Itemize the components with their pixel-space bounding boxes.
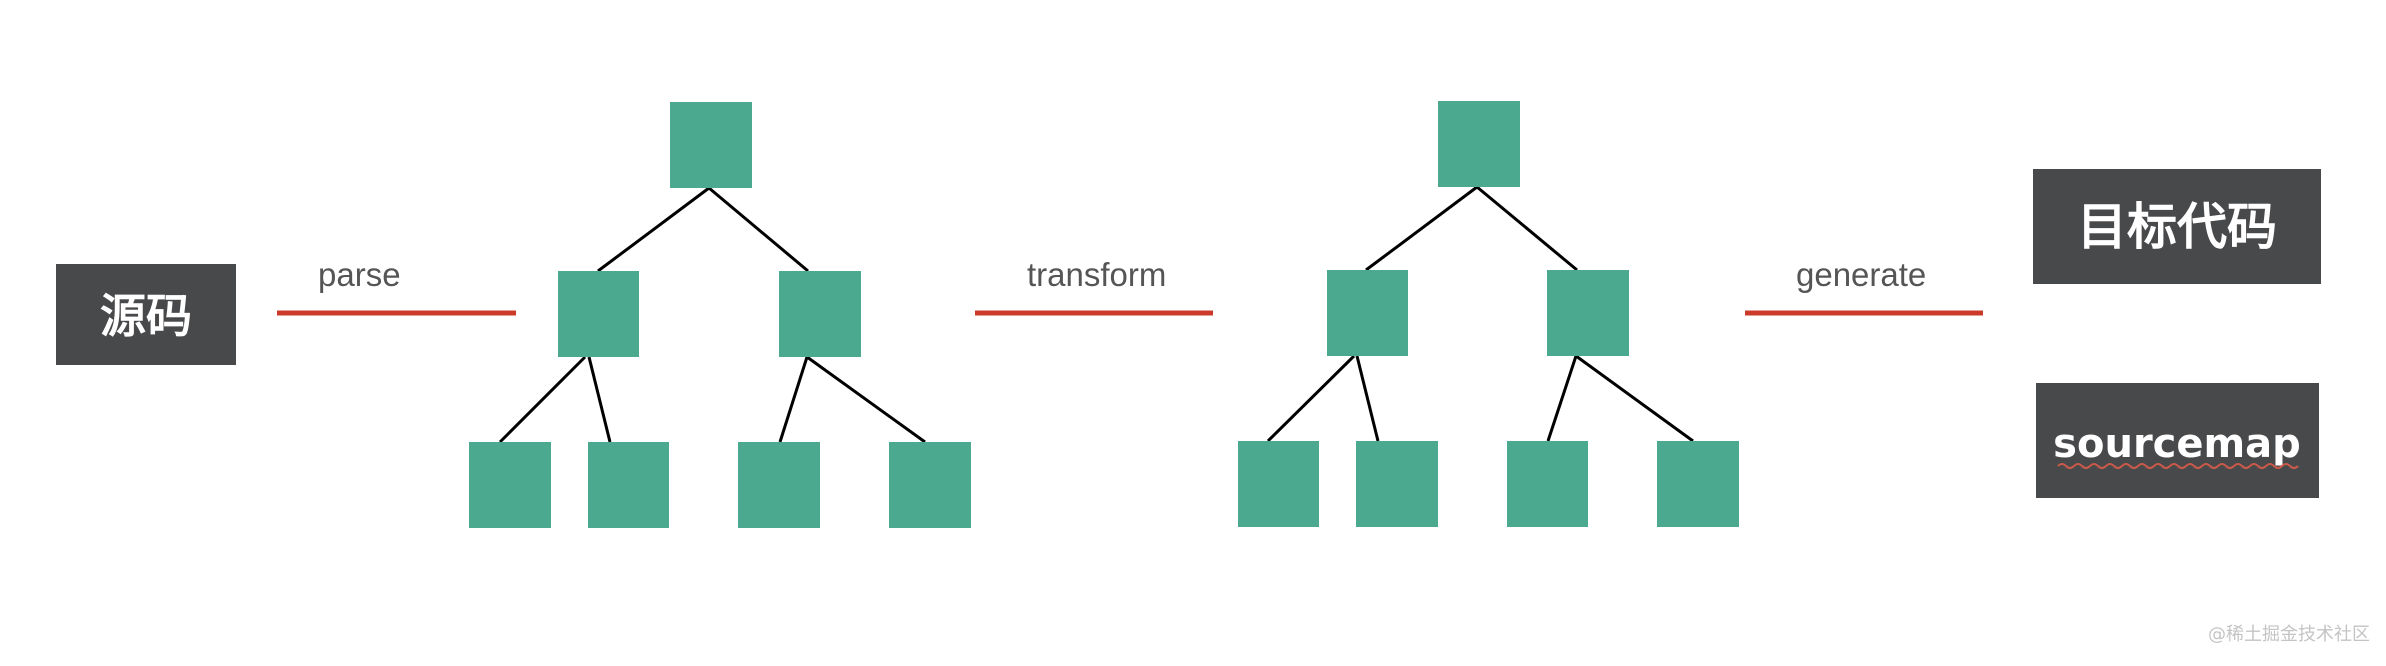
ast1-edge-left-lr bbox=[587, 356, 612, 443]
ast2-node-rl bbox=[1507, 441, 1588, 527]
ast1-node-right bbox=[779, 271, 861, 357]
generate-label: generate bbox=[1796, 256, 1926, 293]
ast2-edge-right-rr bbox=[1575, 354, 1694, 443]
ast1-node-rl bbox=[738, 442, 820, 528]
ast2-node-left bbox=[1327, 270, 1408, 356]
sourcemap-spellcheck-underline bbox=[2057, 463, 2299, 469]
ast1-node-ll bbox=[469, 442, 551, 528]
ast2-edge-right-rl bbox=[1546, 355, 1578, 442]
ast2-edge-root-right bbox=[1476, 185, 1578, 272]
transform-step: transform bbox=[975, 256, 1213, 316]
ast2-node-rr bbox=[1657, 441, 1739, 527]
ast2-edge-root-left bbox=[1365, 185, 1478, 272]
ast2-node-ll bbox=[1238, 441, 1319, 527]
ast1-edge-root-right bbox=[708, 186, 809, 273]
ast1-edge-right-rr bbox=[806, 355, 926, 444]
sourcemap-label: sourcemap bbox=[2053, 421, 2301, 467]
generate-step: generate bbox=[1745, 256, 1983, 316]
ast2-edge-left-ll bbox=[1266, 354, 1356, 443]
ast2-edge-left-lr bbox=[1355, 355, 1380, 442]
ast1-edge-right-rl bbox=[778, 356, 809, 443]
ast1-edge-root-left bbox=[597, 186, 710, 273]
watermark-text: @稀土掘金技术社区 bbox=[2208, 624, 2370, 645]
parse-step: parse bbox=[277, 256, 516, 316]
sourcemap-box: sourcemap bbox=[2036, 383, 2319, 498]
ast-tree-2-edges bbox=[1266, 185, 1694, 443]
ast-tree-1-edges bbox=[498, 186, 926, 444]
ast2-node-lr bbox=[1356, 441, 1438, 527]
target-code-box: 目标代码 bbox=[2033, 169, 2321, 284]
parse-label: parse bbox=[318, 256, 401, 293]
ast1-node-lr bbox=[588, 442, 669, 528]
ast2-node-right bbox=[1547, 270, 1629, 356]
ast1-node-rr bbox=[889, 442, 971, 528]
transform-label: transform bbox=[1027, 256, 1166, 293]
ast2-node-root bbox=[1438, 101, 1520, 187]
source-code-label: 源码 bbox=[100, 289, 192, 343]
source-code-box: 源码 bbox=[56, 264, 236, 365]
ast-tree-2-nodes bbox=[1238, 101, 1739, 527]
ast1-node-root bbox=[670, 102, 752, 188]
ast-tree-1-nodes bbox=[469, 102, 971, 528]
ast1-node-left bbox=[558, 271, 639, 357]
target-code-label: 目标代码 bbox=[2077, 198, 2277, 256]
ast1-edge-left-ll bbox=[498, 355, 587, 444]
